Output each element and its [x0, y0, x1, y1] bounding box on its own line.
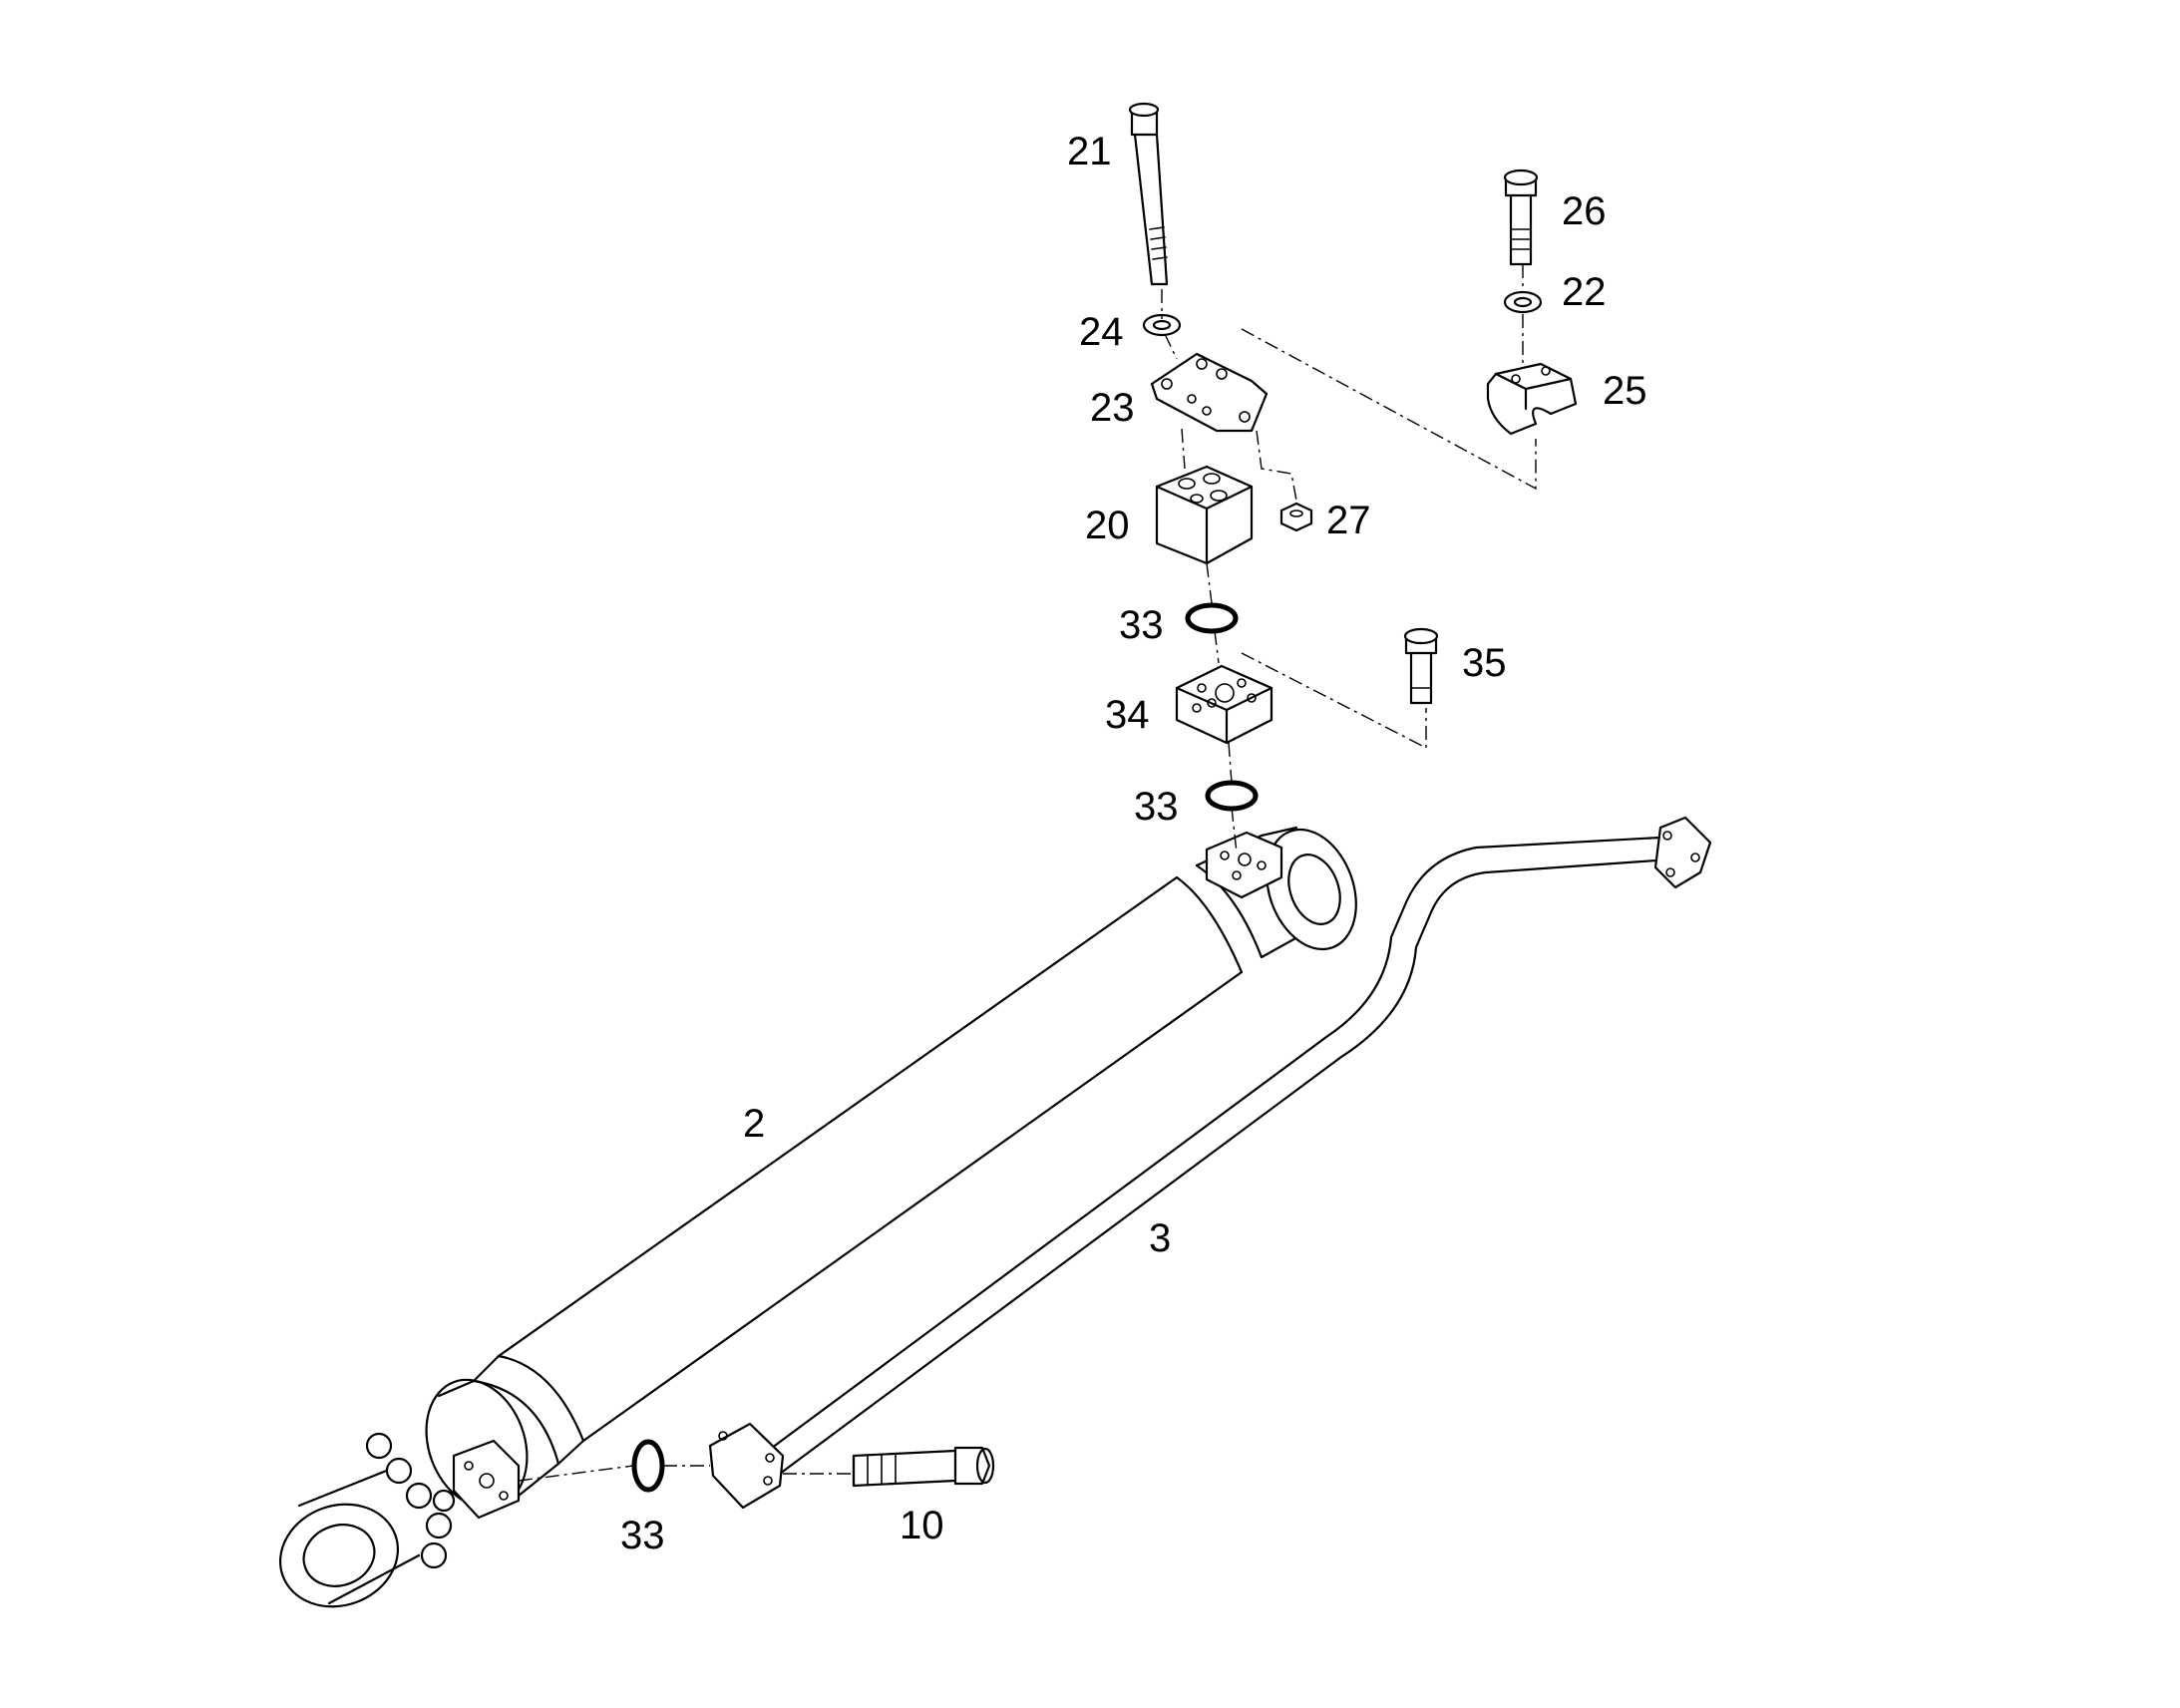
callout-27: 27: [1326, 499, 1371, 542]
callout-26: 26: [1562, 189, 1607, 233]
assembly-leaders: [518, 264, 1537, 1482]
callout-25: 25: [1603, 369, 1647, 413]
washer-22[interactable]: [1503, 290, 1543, 314]
cylinder-tube[interactable]: [266, 817, 1372, 1622]
bolt-10[interactable]: [852, 1446, 995, 1488]
callout-10: 10: [900, 1504, 944, 1547]
o-ring-33-upper[interactable]: [1185, 602, 1239, 634]
o-ring-33-bottom[interactable]: [631, 1439, 665, 1493]
bolt-35[interactable]: [1403, 627, 1439, 705]
callout-33-lower: 33: [1134, 785, 1179, 829]
callout-3: 3: [1149, 1216, 1171, 1260]
callout-21: 21: [1067, 130, 1112, 173]
callout-33-bottom: 33: [620, 1514, 665, 1557]
hydraulic-pipe[interactable]: [708, 816, 1712, 1510]
nut-27[interactable]: [1279, 502, 1313, 532]
bolt-26[interactable]: [1503, 169, 1539, 266]
callout-33-upper: 33: [1119, 603, 1164, 647]
block-20[interactable]: [1155, 465, 1254, 565]
o-ring-33-lower[interactable]: [1205, 780, 1259, 812]
callout-2: 2: [743, 1102, 765, 1146]
callout-20: 20: [1085, 504, 1130, 547]
callout-34: 34: [1105, 693, 1150, 737]
callout-24: 24: [1079, 310, 1124, 354]
callout-35: 35: [1462, 641, 1507, 685]
clamp-25[interactable]: [1486, 362, 1578, 436]
washer-24[interactable]: [1142, 313, 1182, 337]
callout-23: 23: [1090, 386, 1135, 430]
adapter-34[interactable]: [1175, 664, 1273, 745]
plate-23[interactable]: [1150, 352, 1269, 433]
bolt-21[interactable]: [1128, 102, 1169, 286]
callout-22: 22: [1562, 270, 1607, 314]
callout-labels: 21 26 22 24 25 23 20 27 33 35 34 33 2 3 …: [620, 130, 1647, 1557]
